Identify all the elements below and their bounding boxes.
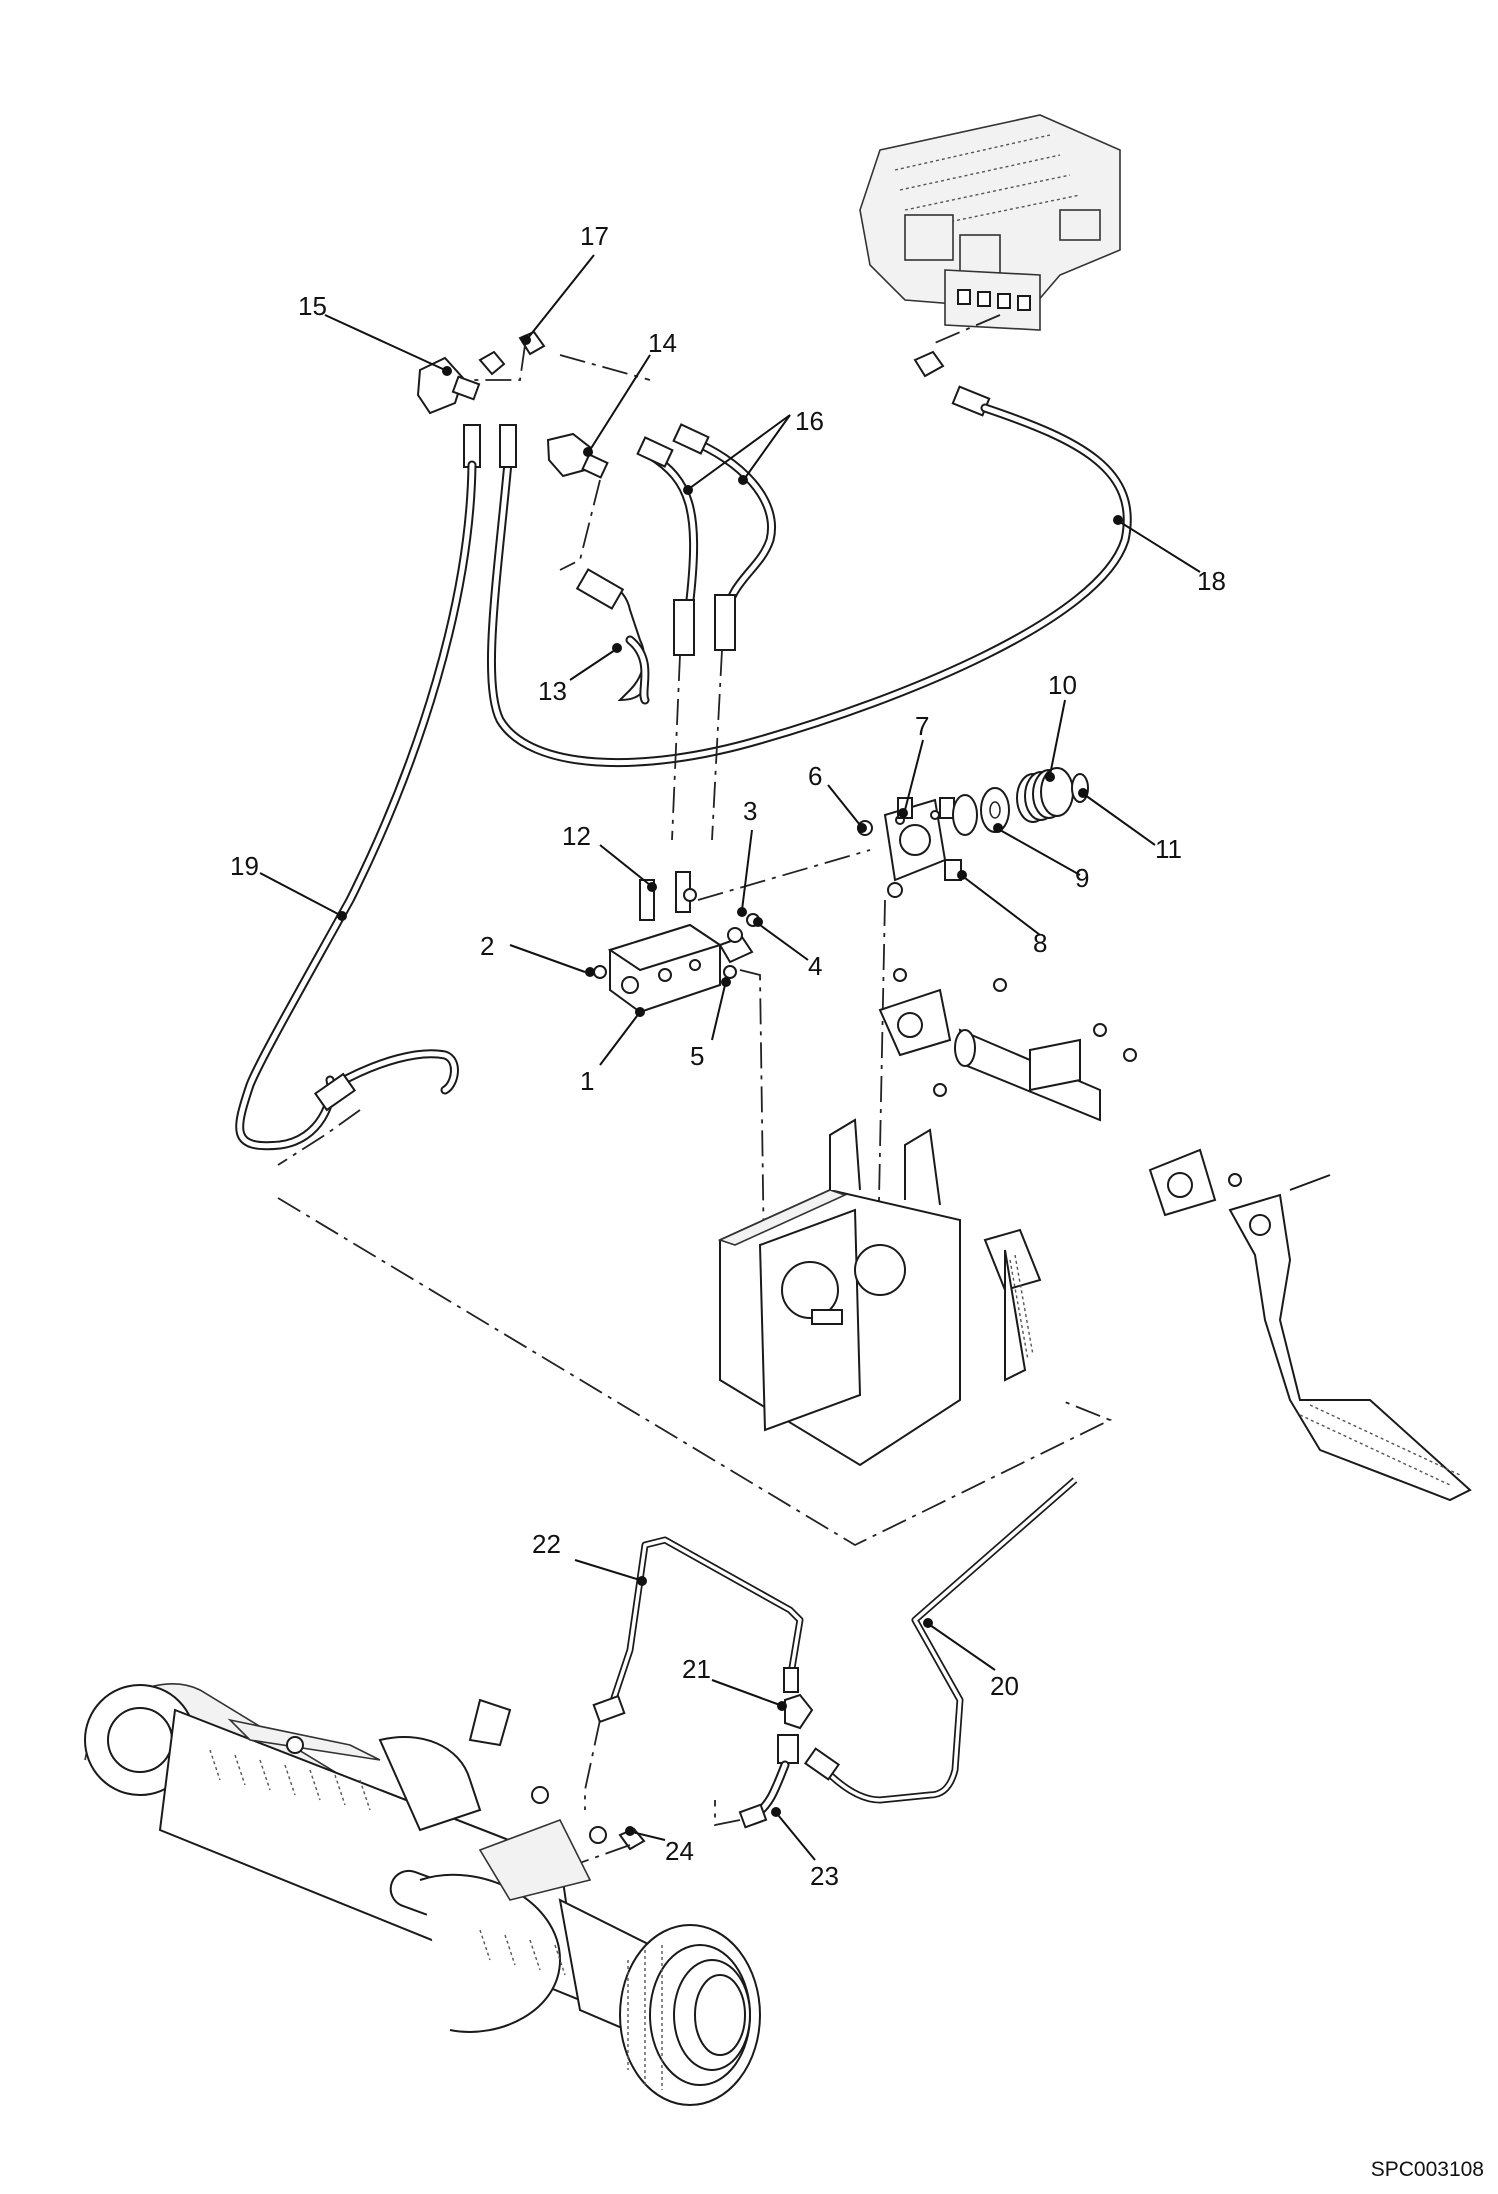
callout-leaders bbox=[259, 254, 1201, 1861]
hoses-16 bbox=[636, 423, 776, 841]
callout-5: 5 bbox=[690, 1041, 704, 1071]
callout-8: 8 bbox=[1033, 928, 1047, 958]
callout-22: 22 bbox=[532, 1529, 561, 1559]
control-valve-bank bbox=[859, 114, 1121, 331]
callout-21: 21 bbox=[682, 1654, 711, 1684]
brake-valve-block bbox=[593, 849, 871, 1331]
callout-1: 1 bbox=[580, 1066, 594, 1096]
callout-20: 20 bbox=[990, 1671, 1019, 1701]
rear-axle-assembly bbox=[84, 1683, 761, 2106]
callout-18: 18 bbox=[1197, 566, 1226, 596]
callout-7: 7 bbox=[915, 711, 929, 741]
callout-2: 2 bbox=[480, 931, 494, 961]
callout-3: 3 bbox=[743, 796, 757, 826]
drawing-reference-code: SPC003108 bbox=[1370, 2158, 1484, 2181]
callout-19: 19 bbox=[230, 851, 259, 881]
callout-11: 11 bbox=[1155, 834, 1182, 864]
callout-4: 4 bbox=[808, 951, 822, 981]
callout-17: 17 bbox=[580, 221, 609, 251]
hose-19 bbox=[235, 424, 1113, 1547]
callout-labels: 1 2 3 4 5 6 7 8 9 10 11 12 13 14 15 16 1… bbox=[230, 221, 1226, 1891]
callout-10: 10 bbox=[1048, 670, 1077, 700]
callout-16: 16 bbox=[795, 406, 824, 436]
callout-24: 24 bbox=[665, 1836, 694, 1866]
hose-18 bbox=[486, 314, 1132, 768]
brake-pipe-22 bbox=[584, 1536, 804, 1810]
callout-13: 13 bbox=[538, 676, 567, 706]
pedal-bracket-assembly bbox=[717, 968, 1472, 1502]
callout-12: 12 bbox=[562, 821, 591, 851]
callout-15: 15 bbox=[298, 291, 327, 321]
callout-14: 14 bbox=[648, 328, 677, 358]
callout-6: 6 bbox=[808, 761, 822, 791]
callout-23: 23 bbox=[810, 1861, 839, 1891]
brake-pipe-20 bbox=[803, 1477, 1078, 1804]
callout-9: 9 bbox=[1075, 863, 1089, 893]
